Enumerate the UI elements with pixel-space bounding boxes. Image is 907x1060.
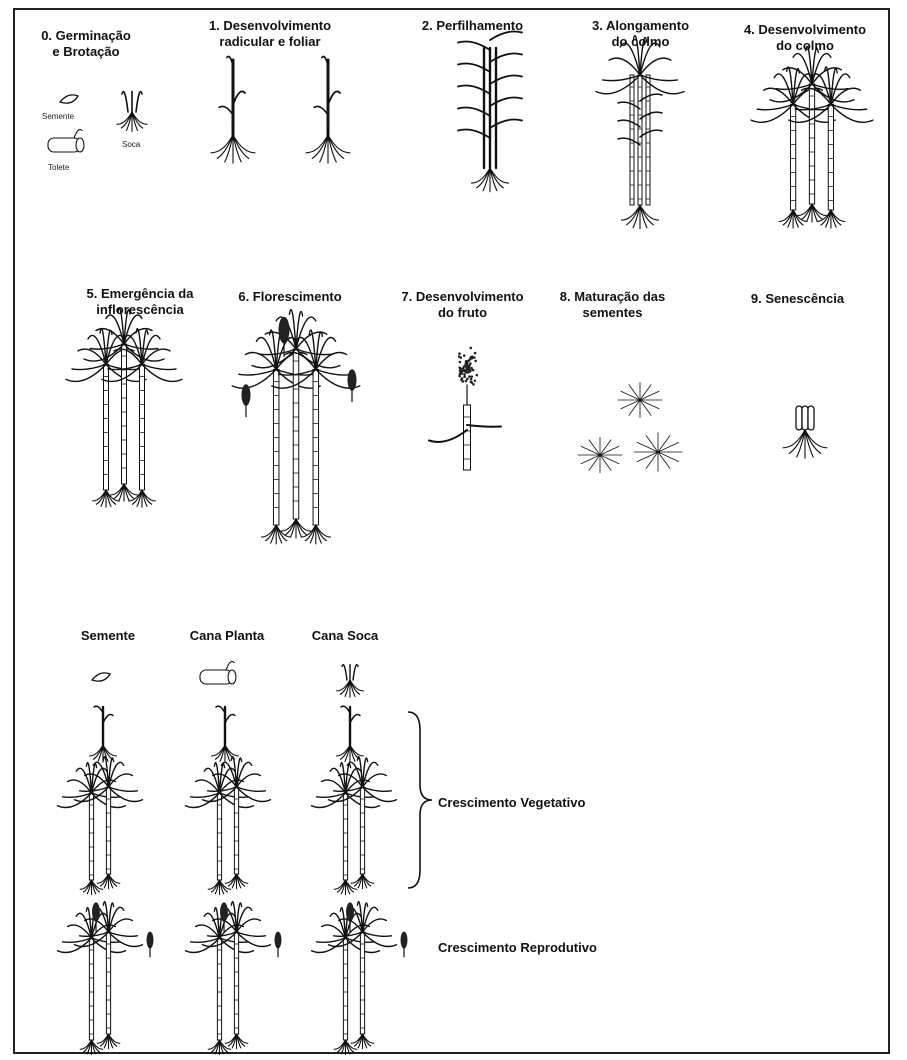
stage-9-drawing bbox=[783, 406, 828, 459]
vegetative-growth-label: Crescimento Vegetativo bbox=[438, 795, 585, 810]
seed-part-label: Semente bbox=[42, 112, 74, 121]
stage-4-drawing bbox=[751, 46, 873, 228]
stage-1-drawing bbox=[211, 56, 351, 163]
stage-7-label: 7. Desenvolvimento do fruto bbox=[380, 289, 545, 321]
stage-1-label: 1. Desenvolvimento radicular e foliar bbox=[180, 18, 360, 50]
stage-5-drawing bbox=[66, 308, 182, 507]
stage-3-label: 3. Alongamento do colmo bbox=[578, 18, 703, 50]
stage-7-drawing bbox=[429, 347, 501, 470]
stage-0-label: 0. Germinação e Brotação bbox=[26, 28, 146, 60]
stage-6-label: 6. Florescimento bbox=[225, 289, 355, 305]
stage-8-drawing bbox=[578, 382, 682, 472]
column-ratoon-cane-label: Cana Soca bbox=[295, 628, 395, 643]
ratoon-part-label: Soca bbox=[122, 140, 140, 149]
seedling-row bbox=[89, 706, 364, 762]
stage-2-label: 2. Perfilhamento bbox=[405, 18, 540, 34]
reproductive-growth-label: Crescimento Reprodutivo bbox=[438, 940, 597, 955]
column-plant-cane-label: Cana Planta bbox=[172, 628, 282, 643]
stage-6-drawing bbox=[232, 310, 360, 545]
stage-5-label: 5. Emergência da inflorescência bbox=[70, 286, 210, 318]
stage-4-label: 4. Desenvolvimento do colmo bbox=[730, 22, 880, 54]
stage-2-drawing bbox=[458, 31, 522, 192]
column-seed-label: Semente bbox=[58, 628, 158, 643]
vegetative-brace bbox=[408, 712, 432, 888]
stage-8-label: 8. Maturação das sementes bbox=[545, 289, 680, 321]
reproductive-row bbox=[58, 902, 408, 1055]
seed-row-icons bbox=[92, 661, 364, 697]
sett-part-label: Tolete bbox=[48, 163, 69, 172]
stage-9-label: 9. Senescência bbox=[740, 291, 855, 307]
vegetative-row bbox=[58, 757, 397, 895]
stage-3-drawing bbox=[596, 36, 684, 230]
